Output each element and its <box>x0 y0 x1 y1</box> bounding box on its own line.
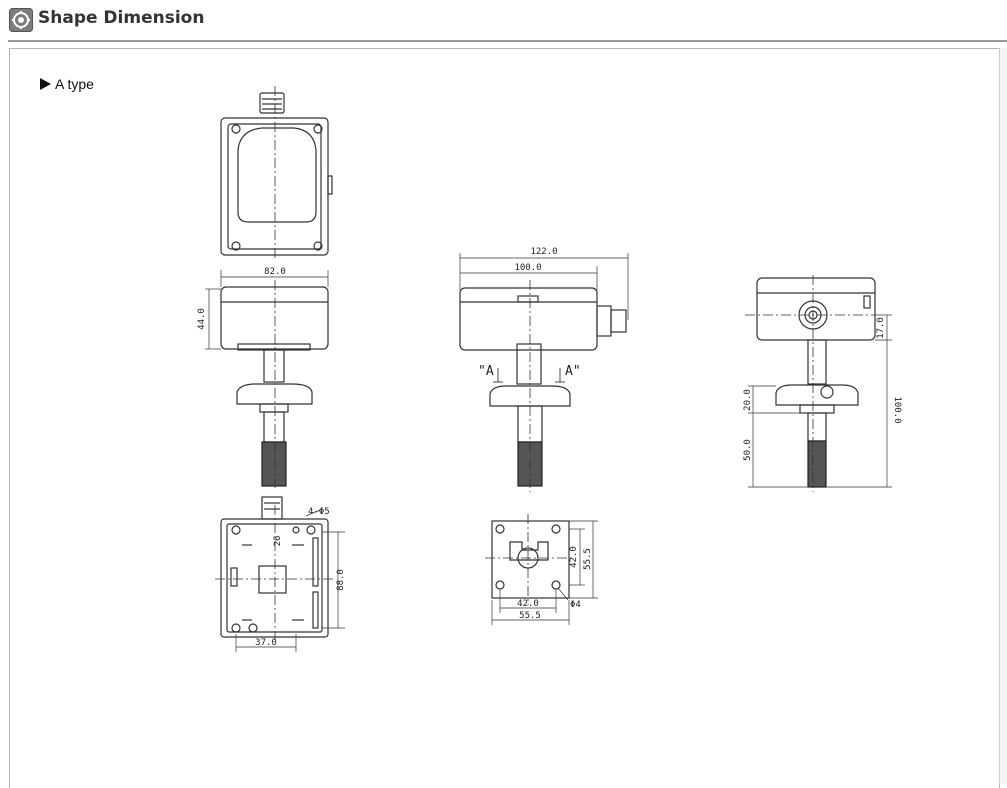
end-view <box>745 275 892 492</box>
dim-hole-diameter: Φ4 <box>570 600 581 610</box>
section-heading-text: A type <box>55 76 94 92</box>
side-view-center <box>459 253 629 492</box>
dim-width-37: 37.0 <box>255 638 277 648</box>
section-mark-left: "A <box>478 364 494 379</box>
dim-height-44: 44.0 <box>197 308 207 330</box>
dim-flange-20: 20.0 <box>743 389 753 411</box>
dim-total-100: 100.0 <box>892 396 902 423</box>
triangle-bullet-icon <box>40 78 51 90</box>
section-mark-right: A" <box>565 364 581 379</box>
gear-icon <box>9 8 33 32</box>
dim-length-100: 100.0 <box>514 263 541 273</box>
dim-width-82: 82.0 <box>264 267 286 277</box>
side-view-left <box>205 270 329 490</box>
page-title: Shape Dimension <box>38 8 205 28</box>
header-divider <box>8 40 1007 42</box>
dim-length-122: 122.0 <box>530 247 557 257</box>
dim-holes-label: 4-Φ5 <box>308 507 330 517</box>
front-view <box>220 86 333 260</box>
dim-probe-50: 50.0 <box>743 439 753 461</box>
dim-flange-55-vertical: 55.5 <box>583 548 593 570</box>
section-heading: A type <box>40 76 94 92</box>
vertical-scrollbar[interactable] <box>999 48 1007 784</box>
dim-depth-17: 17.0 <box>876 317 886 339</box>
dim-flange-42-horizontal: 42.0 <box>517 599 539 609</box>
page-header: Shape Dimension <box>0 0 1007 44</box>
dim-flange-42-vertical: 42.0 <box>569 546 579 568</box>
back-view <box>215 496 345 652</box>
dim-flange-55-horizontal: 55.5 <box>519 611 541 621</box>
flange-view <box>485 514 598 625</box>
dim-26: 26 <box>273 536 283 547</box>
dim-height-88: 88.0 <box>336 569 346 591</box>
